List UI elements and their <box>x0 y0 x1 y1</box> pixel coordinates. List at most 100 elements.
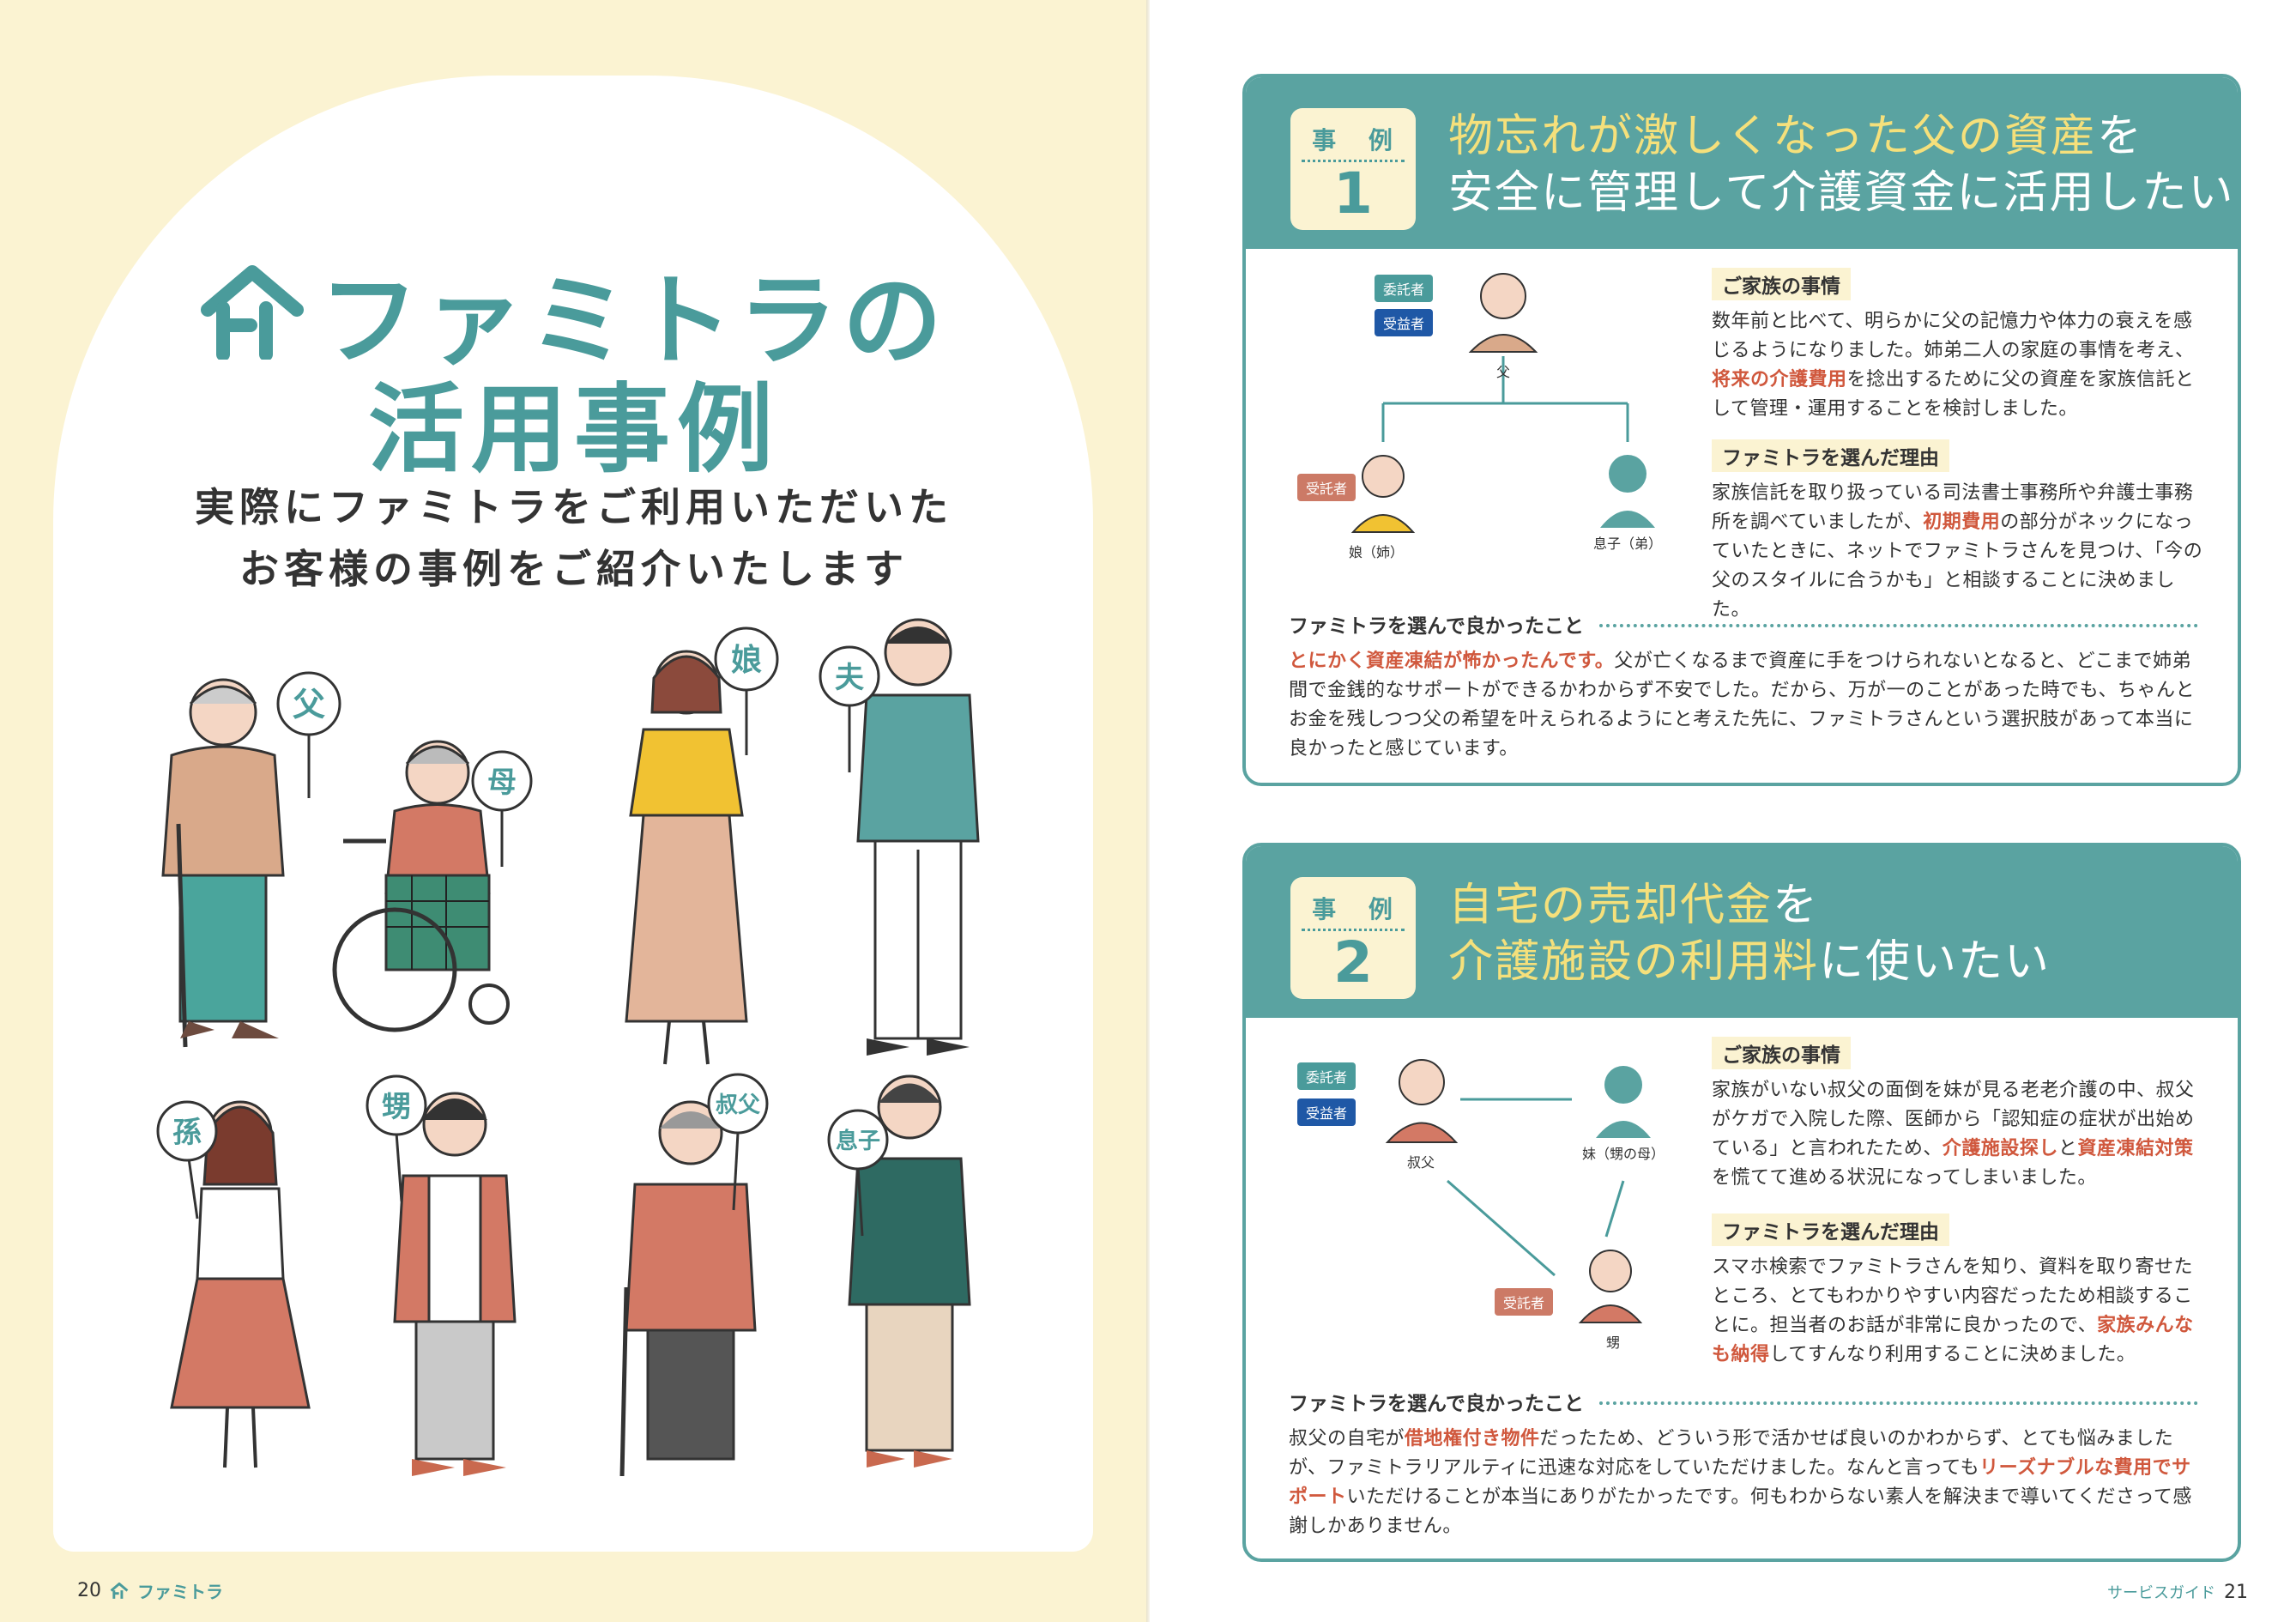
case-1-reason-hl: 初期費用 <box>1923 511 2001 533</box>
case-2-badge-number: 2 <box>1333 929 1373 996</box>
case-2-title: 自宅の売却代金を 介護施設の利用料に使いたい <box>1448 877 2051 990</box>
case-2-title-rest1: を <box>1773 880 1820 931</box>
case-1-reason-label: ファミトラを選んだ理由 <box>1712 439 1949 472</box>
case-2-good-p2: だったため、どういう形で活かせば良いのかわからず、とても悩みましたが、ファミトラ… <box>1289 1428 2174 1479</box>
case-2-title-rest2: に使いたい <box>1819 936 2051 988</box>
case-2-family-label: ご家族の事情 <box>1712 1037 1851 1069</box>
case-2-good-text: 叔父の自宅が借地権付き物件だったため、どういう形で活かせば良いのかわからず、とて… <box>1289 1425 2198 1541</box>
case-1-diagram: 委託者 受益者 父 受託者 <box>1246 249 1692 609</box>
case-2-family-text: 家族がいない叔父の面倒を妹が見る老老介護の中、叔父がケガで入院した際、医師から「… <box>1712 1076 2209 1193</box>
case-1-header: 事 例 1 物忘れが激しくなった父の資産を 安全に管理して介護資金に活用したい <box>1246 77 2238 249</box>
grandchild-figure <box>170 1100 311 1468</box>
case-2-reason-text: スマホ検索でファミトラさんを知り、資料を取り寄せたところ、とてもわかりやすい内容… <box>1712 1253 2209 1370</box>
nephew-figure <box>393 1092 517 1476</box>
case-1-badge: 事 例 1 <box>1290 108 1416 230</box>
case-1-family-hl: 将来の介護費用 <box>1712 369 1847 390</box>
case-1-reason-text: 家族信託を取り扱っている司法書士事務所や弁護士事務所を調べていましたが、初期費用… <box>1712 479 2209 625</box>
right-page-footer: サービスガイド 21 <box>2107 1581 2248 1603</box>
lead-line1: 実際にファミトラをご利用いただいた <box>195 484 953 530</box>
case-2-reason-p1: スマホ検索でファミトラさんを知り、資料を取り寄せたところ、とてもわかりやすい内容… <box>1712 1256 2193 1336</box>
case-2-nephew-caption: 甥 <box>1606 1335 1621 1351</box>
case-2-diagram: 委託者 受益者 叔父 妹（甥の母） 受託者 <box>1246 1018 1692 1378</box>
footer-service-guide: サービスガイド <box>2107 1584 2215 1602</box>
page-title: ファミトラの <box>0 240 1148 384</box>
case-2-family-p2: を慌てて進める状況になってしまいました。 <box>1712 1167 2097 1189</box>
case-1-son-caption: 息子（弟） <box>1593 536 1663 552</box>
sign-text-husband: 夫 <box>835 661 865 695</box>
case-1-family-tree <box>1350 273 1655 533</box>
case-2-header: 事 例 2 自宅の売却代金を 介護施設の利用料に使いたい <box>1246 846 2238 1018</box>
case-2-reason-p2: してすんなり利用することに決めました。 <box>1769 1344 2136 1365</box>
case-card-1: 事 例 1 物忘れが激しくなった父の資産を 安全に管理して介護資金に活用したい … <box>1242 74 2241 786</box>
case-2-good-p1: 叔父の自宅が <box>1289 1428 1405 1450</box>
case-2-good-section: ファミトラを選んで良かったこと 叔父の自宅が借地権付き物件だったため、どういう形… <box>1289 1387 2198 1541</box>
case-1-tag-trustor: 委託者 <box>1375 275 1434 302</box>
case-2-tag-trustor: 委託者 <box>1297 1062 1356 1090</box>
sign-text-uncle: 叔父 <box>716 1092 761 1118</box>
case-2-reason-label: ファミトラを選んだ理由 <box>1712 1213 1949 1246</box>
case-2-good-hl2: リーズナブルな費用でサポート <box>1289 1457 2191 1508</box>
right-page-number: 21 <box>2224 1581 2248 1603</box>
case-2-badge: 事 例 2 <box>1290 877 1416 999</box>
case-1-good-p: 父が亡くなるまで資産に手をつけられないとなると、どこまで姉弟間で金銭的なサポート… <box>1289 651 2195 760</box>
case-1-good-section: ファミトラを選んで良かったこと とにかく資産凍結が怖かったんです。父が亡くなるま… <box>1289 609 2198 764</box>
case-1-family-p2: を捻出するために父の資産を家族信託として管理・運用することを検討しました。 <box>1712 369 2195 420</box>
case-1-title-rest1: を <box>2097 111 2144 162</box>
case-1-title: 物忘れが激しくなった父の資産を 安全に管理して介護資金に活用したい <box>1448 108 2234 221</box>
left-page-number: 20 <box>77 1580 101 1601</box>
dotted-divider <box>1598 1401 2198 1405</box>
house-logo-icon <box>201 265 304 360</box>
case-2-title-hl1: 自宅の売却代金 <box>1448 880 1773 931</box>
case-card-2: 事 例 2 自宅の売却代金を 介護施設の利用料に使いたい 委託者 受益者 <box>1242 843 2241 1562</box>
case-1-family-p1: 数年前と比べて、明らかに父の記憶力や体力の衰えを感じるようになりました。姉弟二人… <box>1712 311 2195 361</box>
sign-label-son: 息子 <box>827 1109 889 1237</box>
case-2-title-hl2: 介護施設の利用料 <box>1448 936 1820 988</box>
case-2-reason-section: ファミトラを選んだ理由 スマホ検索でファミトラさんを知り、資料を取り寄せたところ… <box>1712 1213 2209 1370</box>
case-1-tag-beneficiary: 受益者 <box>1375 309 1434 336</box>
case-2-uncle-caption: 叔父 <box>1407 1154 1435 1171</box>
case-1-tag-trustee: 受託者 <box>1297 474 1356 501</box>
case-2-family-hl1: 介護施設探し <box>1942 1138 2058 1159</box>
case-1-family-text: 数年前と比べて、明らかに父の記憶力や体力の衰えを感じるようになりました。姉弟二人… <box>1712 307 2209 424</box>
case-1-badge-number: 1 <box>1333 160 1373 227</box>
case-2-family-section: ご家族の事情 家族がいない叔父の面倒を妹が見る老老介護の中、叔父がケガで入院した… <box>1712 1037 2209 1193</box>
mother-figure <box>332 740 510 1032</box>
case-1-family-label: ご家族の事情 <box>1712 268 1851 300</box>
case-2-good-label: ファミトラを選んで良かったこと <box>1289 1387 2198 1416</box>
case-1-father-caption: 父 <box>1496 364 1511 380</box>
case-2-family-tree <box>1385 1059 1651 1323</box>
case-2-tag-beneficiary: 受益者 <box>1297 1098 1356 1126</box>
case-1-good-label: ファミトラを選んで良かったこと <box>1289 609 2198 639</box>
case-1-family-section: ご家族の事情 数年前と比べて、明らかに父の記憶力や体力の衰えを感じるようになりま… <box>1712 268 2209 424</box>
sign-label-mother: 母 <box>471 750 533 867</box>
daughter-figure <box>625 650 748 1065</box>
sign-label-daughter: 娘 <box>714 626 779 755</box>
case-1-good-text: とにかく資産凍結が怖かったんです。父が亡くなるまで資産に手をつけられないとなると… <box>1289 647 2198 764</box>
sign-label-grandchild: 孫 <box>156 1100 218 1220</box>
lead-line2: お客様の事例をご紹介いたします <box>239 546 909 592</box>
husband-figure <box>856 618 980 1056</box>
sign-label-nephew: 甥 <box>366 1074 427 1202</box>
case-2-sister-caption: 妹（甥の母） <box>1582 1146 1665 1162</box>
sign-text-grandchild: 孫 <box>172 1116 202 1150</box>
case-2-good-hl1: 借地権付き物件 <box>1405 1428 1540 1450</box>
case-1-reason-section: ファミトラを選んだ理由 家族信託を取り扱っている司法書士事務所や弁護士事務所を調… <box>1712 439 2209 625</box>
family-illustration: 父 母 娘 夫 孫 <box>156 618 980 1477</box>
case-2-good-p3: いただけることが本当にありがたかったです。何もわからない素人を解決まで導いてくだ… <box>1289 1486 2192 1537</box>
gutter <box>1146 0 1151 1622</box>
case-1-title-line2: 安全に管理して介護資金に活用したい <box>1448 167 2235 219</box>
sign-label-husband: 夫 <box>819 645 880 772</box>
case-1-good-label-text: ファミトラを選んで良かったこと <box>1289 615 1584 638</box>
sign-text-son: 息子 <box>836 1128 880 1154</box>
footer-brand: ファミトラ <box>137 1582 223 1602</box>
title-line1: ファミトラの <box>319 263 947 379</box>
person-silhouette-icon <box>1600 455 1655 528</box>
son-figure <box>848 1074 971 1468</box>
sign-label-father: 父 <box>276 671 341 798</box>
case-1-good-hl: とにかく資産凍結が怖かったんです。 <box>1289 651 1615 672</box>
dotted-divider <box>1598 624 2198 627</box>
lead-text: 実際にファミトラをご利用いただいた お客様の事例をご紹介いたします <box>0 476 1148 600</box>
sign-label-uncle: 叔父 <box>707 1073 769 1211</box>
sign-text-father: 父 <box>293 686 325 723</box>
case-1-reason-p2: の部分がネックになっていたときに、ネットでファミトラさんを見つけ、「今の父のスタ… <box>1712 511 2203 620</box>
